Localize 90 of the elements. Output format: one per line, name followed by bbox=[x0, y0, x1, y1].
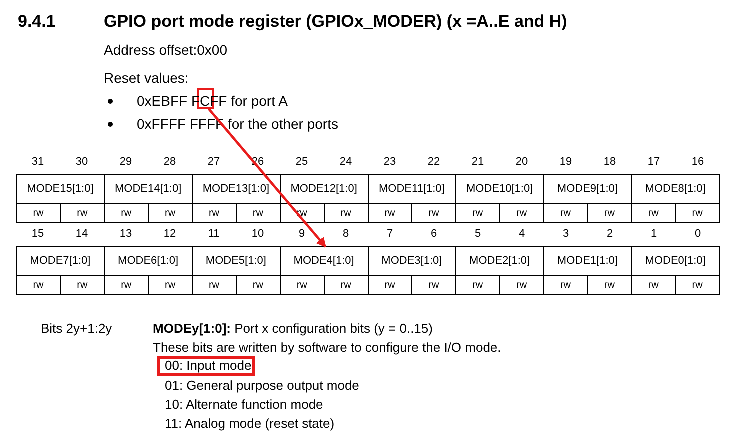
access-cell: rw bbox=[676, 276, 719, 294]
field-cell: MODE5[1:0] bbox=[192, 247, 280, 275]
access-cell: rw bbox=[412, 204, 456, 222]
bit-number: 19 bbox=[560, 156, 572, 168]
field-cell: MODE1[1:0] bbox=[544, 247, 632, 275]
access-cell: rw bbox=[632, 276, 676, 294]
field-cell: MODE7[1:0] bbox=[17, 247, 104, 275]
access-cell: rw bbox=[192, 276, 236, 294]
bit-range: Bits 2y+1:2y bbox=[41, 320, 112, 338]
access-cell: rw bbox=[148, 204, 192, 222]
field-cell: MODE13[1:0] bbox=[192, 175, 280, 203]
mode-option: 01: General purpose output mode bbox=[165, 376, 360, 396]
bit-number: 31 bbox=[32, 156, 44, 168]
bit-number: 15 bbox=[32, 228, 44, 240]
bit-number: 30 bbox=[76, 156, 88, 168]
bit-number: 0 bbox=[694, 228, 702, 240]
field-cell: MODE4[1:0] bbox=[280, 247, 368, 275]
arrow bbox=[208, 108, 327, 248]
field-cell: MODE0[1:0] bbox=[632, 247, 719, 275]
field-cell: MODE10[1:0] bbox=[456, 175, 544, 203]
bit-number: 10 bbox=[252, 228, 264, 240]
field-cell: MODE3[1:0] bbox=[368, 247, 456, 275]
access-cell: rw bbox=[368, 204, 412, 222]
access-cell: rw bbox=[192, 204, 236, 222]
access-cell: rw bbox=[588, 276, 632, 294]
access-cell: rw bbox=[324, 276, 368, 294]
access-cell: rw bbox=[368, 276, 412, 294]
access-cell: rw bbox=[456, 276, 500, 294]
access-cell: rw bbox=[104, 204, 148, 222]
access-cell: rw bbox=[544, 276, 588, 294]
description-text: These bits are written by software to configure the I/O mode. bbox=[153, 339, 502, 357]
access-cell: rw bbox=[500, 276, 544, 294]
access-cell: rw bbox=[17, 276, 60, 294]
access-cell: rw bbox=[236, 276, 280, 294]
access-cell: rw bbox=[280, 276, 324, 294]
access-cell: rw bbox=[236, 204, 280, 222]
field-cell: MODE2[1:0] bbox=[456, 247, 544, 275]
access-cell: rw bbox=[60, 276, 104, 294]
access-cell: rw bbox=[632, 204, 676, 222]
bit-number: 27 bbox=[208, 156, 220, 168]
mode-option: 10: Alternate function mode bbox=[165, 395, 324, 414]
bit-number: 5 bbox=[474, 228, 482, 240]
access-cell: rw bbox=[676, 204, 719, 222]
reset-values-heading: Reset values: bbox=[104, 69, 189, 88]
bit-number: 24 bbox=[340, 156, 352, 168]
bit-number: 17 bbox=[648, 156, 660, 168]
access-cell: rw bbox=[544, 204, 588, 222]
bit-number: 1 bbox=[650, 228, 658, 240]
access-cell: rw bbox=[17, 204, 60, 222]
field-cell: MODE9[1:0] bbox=[544, 175, 632, 203]
bit-number: 28 bbox=[164, 156, 176, 168]
bit-number: 21 bbox=[472, 156, 484, 168]
bit-number: 14 bbox=[76, 228, 88, 240]
field-cell: MODE14[1:0] bbox=[104, 175, 192, 203]
bit-number: 3 bbox=[562, 228, 570, 240]
bit-number: 20 bbox=[516, 156, 528, 168]
access-cell: rw bbox=[324, 204, 368, 222]
bit-number: 11 bbox=[208, 228, 220, 240]
access-cell: rw bbox=[500, 204, 544, 222]
access-cell: rw bbox=[104, 276, 148, 294]
access-cell: rw bbox=[60, 204, 104, 222]
access-cell: rw bbox=[588, 204, 632, 222]
field-cell: MODE11[1:0] bbox=[368, 175, 456, 203]
bit-number: 16 bbox=[692, 156, 704, 168]
field-cell: MODE8[1:0] bbox=[632, 175, 719, 203]
mode-option: 11: Analog mode (reset state) bbox=[165, 414, 335, 434]
bit-number: 6 bbox=[430, 228, 438, 240]
bit-number: 22 bbox=[428, 156, 440, 168]
field-cell: MODE12[1:0] bbox=[280, 175, 368, 203]
bit-number: 13 bbox=[120, 228, 132, 240]
bit-number: 23 bbox=[384, 156, 396, 168]
bit-number: 4 bbox=[518, 228, 526, 240]
bit-number: 25 bbox=[296, 156, 308, 168]
section-title: GPIO port mode register (GPIOx_MODER) (x =A..E and H) bbox=[104, 11, 568, 33]
bit-number: 8 bbox=[342, 228, 350, 240]
bit-number: 7 bbox=[386, 228, 394, 240]
highlight-box: 00: Input mode bbox=[157, 356, 255, 376]
field-description: MODEy[1:0]: Port x configuration bits (y = 0..15) bbox=[153, 320, 433, 338]
access-cell: rw bbox=[456, 204, 500, 222]
bit-number: 2 bbox=[606, 228, 614, 240]
address-offset: Address offset:0x00 bbox=[104, 41, 228, 60]
access-cell: rw bbox=[148, 276, 192, 294]
section-number: 9.4.1 bbox=[18, 11, 56, 33]
bit-number: 29 bbox=[120, 156, 132, 168]
field-cell: MODE6[1:0] bbox=[104, 247, 192, 275]
bit-number: 9 bbox=[298, 228, 306, 240]
bit-number: 18 bbox=[604, 156, 616, 168]
access-cell: rw bbox=[412, 276, 456, 294]
bit-number: 12 bbox=[164, 228, 176, 240]
field-cell: MODE15[1:0] bbox=[17, 175, 104, 203]
